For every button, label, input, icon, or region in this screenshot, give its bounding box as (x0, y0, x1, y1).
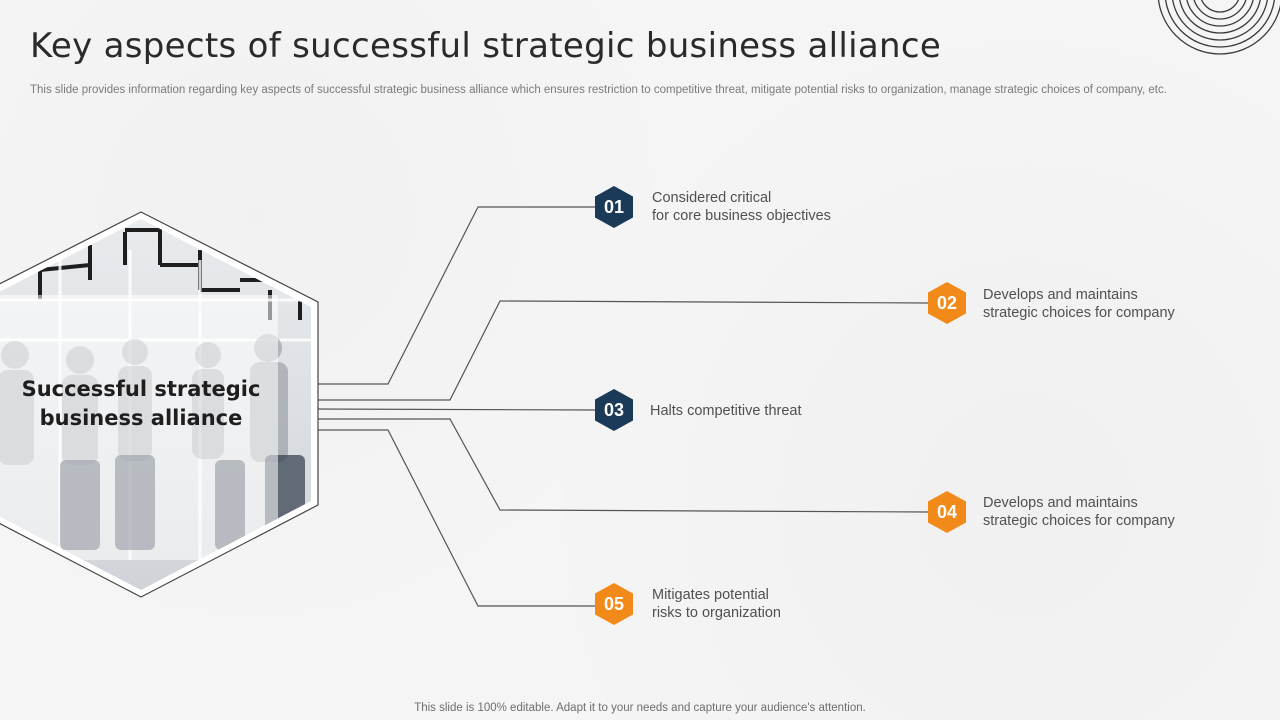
item-line: Develops and maintains (983, 287, 1138, 303)
connector-line-02 (312, 300, 929, 401)
connector-line-03 (311, 408, 597, 411)
item-line: Mitigates potential (652, 587, 769, 603)
item-text-02: Develops and maintains strategic choices… (983, 286, 1175, 322)
hexagon-icon (928, 491, 966, 533)
badge-04: 04 (927, 490, 967, 534)
badge-number: 01 (603, 196, 625, 217)
hexagon-icon (595, 389, 633, 431)
item-line: Halts competitive threat (650, 403, 802, 419)
badge-03: 03 (594, 388, 634, 432)
badge-number: 03 (603, 399, 625, 420)
item-text-05: Mitigates potential risks to organizatio… (652, 586, 781, 622)
item-line: Develops and maintains (983, 495, 1138, 511)
badge-number: 05 (603, 593, 625, 614)
item-line: strategic choices for company (983, 513, 1175, 529)
item-text-04: Develops and maintains strategic choices… (983, 494, 1175, 530)
page-title: Key aspects of successful strategic busi… (30, 26, 942, 66)
concentric-circles-decoration (1157, 0, 1280, 55)
connector-line-05 (312, 429, 596, 607)
hexagon-icon (595, 583, 633, 625)
item-line: risks to organization (652, 605, 781, 621)
footer-note: This slide is 100% editable. Adapt it to… (414, 702, 866, 714)
item-text-03: Halts competitive threat (650, 402, 802, 420)
connector-line-01 (312, 206, 596, 385)
badge-05: 05 (594, 582, 634, 626)
hexagon-icon (928, 282, 966, 324)
center-label: Successful strategic business alliance (21, 377, 261, 430)
page-subtitle: This slide provides information regardin… (30, 84, 1167, 96)
connector-line-04 (312, 418, 929, 513)
hexagon-photo (0, 211, 319, 598)
badge-number: 04 (936, 501, 958, 522)
badge-01: 01 (594, 185, 634, 229)
item-line: for core business objectives (652, 208, 831, 224)
badge-number: 02 (936, 292, 958, 313)
badge-02: 02 (927, 281, 967, 325)
item-line: Considered critical (652, 190, 772, 206)
item-text-01: Considered critical for core business ob… (652, 189, 831, 225)
hexagon-icon (595, 186, 633, 228)
item-line: strategic choices for company (983, 305, 1175, 321)
